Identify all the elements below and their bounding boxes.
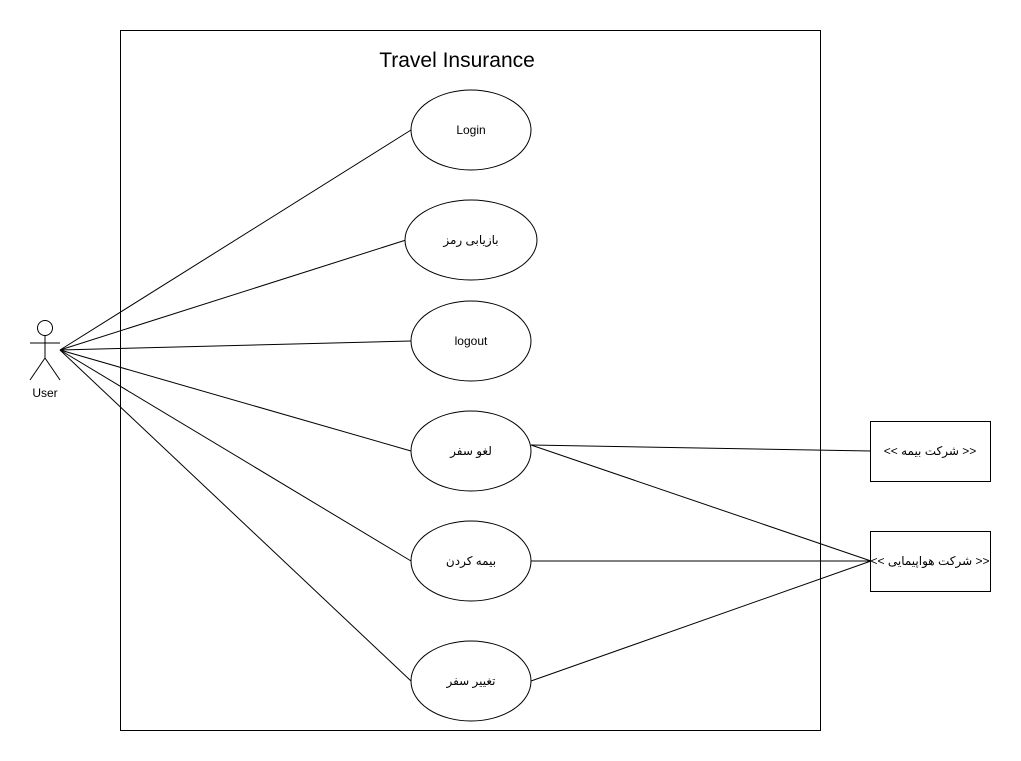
external-system-insurance-company[interactable]: << شرکت بیمه >>	[870, 421, 991, 482]
association-user-cancel-trip	[59, 349, 412, 452]
use-case-ellipse	[410, 89, 532, 171]
association-user-logout	[59, 340, 412, 351]
use-case-cancel-trip[interactable]: لغو سفر	[410, 410, 532, 492]
use-case-ellipse	[410, 300, 532, 382]
association-change-trip-airline	[530, 560, 872, 682]
association-lines	[59, 129, 872, 682]
association-user-insure	[59, 349, 412, 562]
use-case-label: Login	[456, 123, 485, 137]
external-system-box	[870, 421, 991, 482]
actor-head	[37, 320, 53, 336]
actor-right-leg	[44, 357, 61, 381]
association-cancel-trip-airline	[530, 444, 872, 562]
external-system-airline[interactable]: << شرکت هواپیمایی >>	[870, 531, 991, 592]
association-user-recover	[59, 239, 407, 351]
use-case-logout[interactable]: logout	[410, 300, 532, 382]
use-case-label: بیمه کردن	[446, 554, 496, 569]
system-title: Travel Insurance	[379, 49, 535, 72]
external-system-box	[870, 531, 991, 592]
use-case-insure[interactable]: بیمه کردن	[410, 520, 532, 602]
use-case-ellipse	[410, 520, 532, 602]
use-case-label: لغو سفر	[449, 444, 492, 459]
external-system-label: << شرکت هواپیمایی >>	[871, 554, 990, 569]
external-system-label: << شرکت بیمه >>	[884, 444, 977, 459]
use-case-ellipse	[410, 410, 532, 492]
association-user-login	[59, 129, 412, 351]
actor-label: User	[32, 386, 57, 400]
system-boundary	[120, 30, 821, 731]
use-case-label: تغییر سفر	[445, 674, 495, 689]
use-case-recover-password[interactable]: بازیابی رمز	[404, 199, 538, 281]
use-case-login[interactable]: Login	[410, 89, 532, 171]
user-actor[interactable]: User	[29, 320, 61, 401]
use-case-ellipse	[410, 640, 532, 722]
association-cancel-trip-insurance-company	[530, 444, 872, 452]
use-case-label: logout	[455, 334, 488, 348]
actor-left-leg	[29, 357, 46, 381]
use-case-ellipse	[404, 199, 538, 281]
association-user-change-trip	[59, 349, 412, 682]
use-case-label: بازیابی رمز	[442, 233, 498, 248]
use-case-change-trip[interactable]: تغییر سفر	[410, 640, 532, 722]
